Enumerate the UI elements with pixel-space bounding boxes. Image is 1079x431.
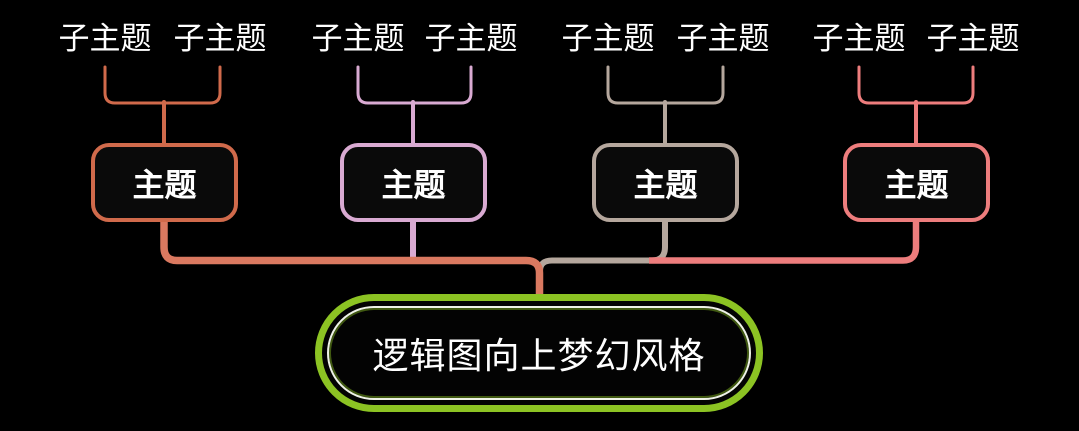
subtopic-label[interactable]: 子主题 xyxy=(561,21,655,56)
subtopic-label[interactable]: 子主题 xyxy=(311,21,405,56)
topic-label: 主题 xyxy=(381,166,446,203)
topic1-to-root-trunk xyxy=(160,220,544,299)
topic-node-3[interactable]: 主题 xyxy=(592,143,739,222)
subtopic-label[interactable]: 子主题 xyxy=(173,21,267,56)
subtopic-bracket-right-4 xyxy=(914,65,975,105)
subtopic-bracket-right-1 xyxy=(162,65,222,105)
subtopic-label[interactable]: 子主题 xyxy=(58,21,152,56)
subtopic-label[interactable]: 子主题 xyxy=(812,21,906,56)
topic3-to-root-connector xyxy=(537,220,668,284)
subtopic-bracket-left-2 xyxy=(356,65,415,105)
root-node[interactable]: 逻辑图向上梦幻风格 xyxy=(315,294,763,412)
subtopic-bracket-right-3 xyxy=(663,65,725,105)
subtopic-bracket-right-2 xyxy=(411,65,473,105)
subtopic-bracket-left-4 xyxy=(857,65,918,105)
topic-node-2[interactable]: 主题 xyxy=(340,143,487,222)
topic-label: 主题 xyxy=(633,166,698,203)
topic-label: 主题 xyxy=(132,166,197,203)
topic-node-1[interactable]: 主题 xyxy=(91,143,238,222)
subtopic-label[interactable]: 子主题 xyxy=(676,21,770,56)
subtopic-label[interactable]: 子主题 xyxy=(926,21,1020,56)
topic-node-4[interactable]: 主题 xyxy=(843,143,990,222)
subtopic-bracket-left-1 xyxy=(103,65,166,105)
topic4-to-root-connector xyxy=(649,220,920,264)
subtopic-bracket-left-3 xyxy=(606,65,667,105)
subtopic-label[interactable]: 子主题 xyxy=(424,21,518,56)
root-label: 逻辑图向上梦幻风格 xyxy=(372,335,706,376)
topic-label: 主题 xyxy=(884,166,949,203)
